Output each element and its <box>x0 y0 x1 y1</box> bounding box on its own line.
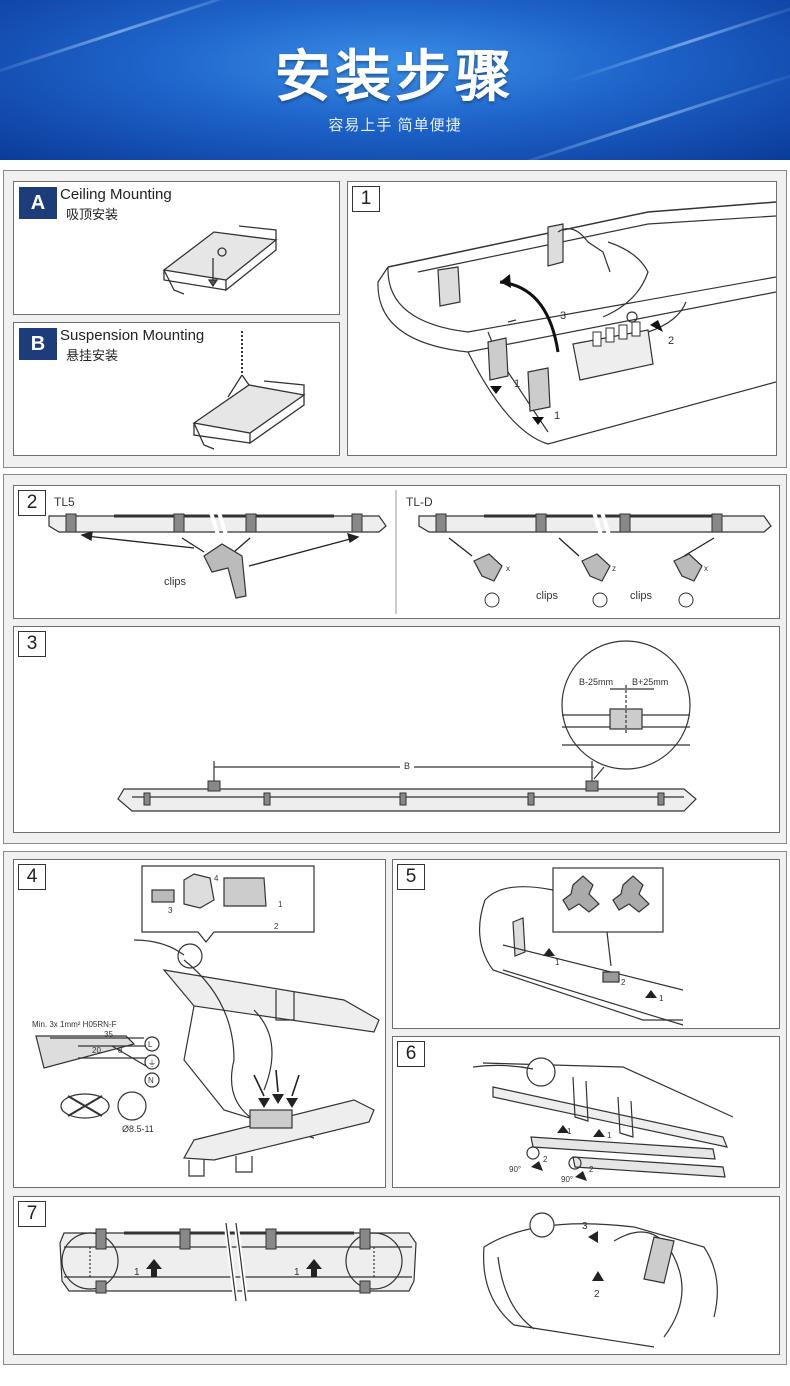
callout-1a: 1 <box>555 958 560 967</box>
callout-2a: 2 <box>543 1155 548 1164</box>
clips-label-right: clips <box>630 590 653 602</box>
panel-step-6: 6 90° 90° 1 1 2 2 <box>392 1036 780 1188</box>
axis-x-label: x <box>506 564 510 573</box>
step-number: 7 <box>18 1201 46 1227</box>
header-banner: 安装步骤 容易上手 简单便捷 <box>0 0 790 160</box>
label-tld: TL-D <box>406 495 433 509</box>
tube-install-illustration <box>472 1057 734 1181</box>
dimension-35: 35 <box>104 1030 113 1039</box>
callout-1b: 1 <box>659 994 664 1003</box>
wiring-illustration <box>35 865 380 1177</box>
label-tl5: TL5 <box>54 495 75 509</box>
callout-1: 1 <box>278 900 283 909</box>
panel-suspension-mounting: B Suspension Mounting 悬挂安装 <box>13 322 340 456</box>
callout-1a: 1 <box>514 378 521 390</box>
terminal-earth: ⏚ <box>148 1059 156 1068</box>
panel-step-2: 2 TL5 TL-D <box>13 485 780 619</box>
axis-z-label: z <box>612 564 616 573</box>
housing-open-illustration <box>377 201 776 445</box>
dimension-b-minus: B-25mm <box>579 677 614 687</box>
panel-step-3: 3 B B-25mm B+25mm <box>13 626 780 833</box>
callout-1b: 1 <box>607 1131 612 1140</box>
callout-2: 2 <box>594 1289 600 1300</box>
badge-b: B <box>19 328 57 360</box>
callout-4: 4 <box>214 874 219 883</box>
suspension-bracket-illustration <box>192 331 306 450</box>
clips-illustration <box>48 490 772 614</box>
badge-a: A <box>19 187 57 219</box>
panel-step-7: 7 <box>13 1196 780 1355</box>
callout-1a: 1 <box>567 1127 572 1136</box>
step-number: 3 <box>18 631 46 657</box>
terminal-l: L <box>148 1040 153 1049</box>
panel-b-title: Suspension Mounting <box>60 327 205 344</box>
spacing-illustration <box>117 640 697 812</box>
clips-label-mid: clips <box>536 590 559 602</box>
callout-3: 3 <box>582 1221 588 1232</box>
gland-range-label: Ø8.5-11 <box>122 1124 154 1134</box>
step-number: 2 <box>18 490 46 516</box>
callout-3: 3 <box>560 310 567 322</box>
dimension-b: B <box>400 761 415 771</box>
cable-spec-label: Min. 3x 1mm² H05RN-F <box>32 1020 117 1029</box>
callout-3: 3 <box>168 906 173 915</box>
panel-step-5: 5 1 1 2 <box>392 859 780 1029</box>
dimension-8: 8 <box>118 1046 123 1055</box>
panel-step-1: 1 <box>347 181 777 456</box>
page-title: 安装步骤 <box>275 45 515 110</box>
page-subtitle: 容易上手 简单便捷 <box>328 117 462 134</box>
callout-2: 2 <box>274 922 279 931</box>
panel-a-title: Ceiling Mounting <box>60 186 172 203</box>
rotation-angle-a: 90° <box>509 1165 522 1174</box>
panel-step-4: 4 <box>13 859 386 1188</box>
panel-ceiling-mounting: A Ceiling Mounting 吸顶安装 <box>13 181 340 315</box>
callout-1a: 1 <box>134 1267 140 1278</box>
cover-close-illustration <box>59 1212 718 1348</box>
clips-label-left: clips <box>164 576 187 588</box>
ceiling-bracket-illustration <box>162 225 278 295</box>
callout-1b: 1 <box>554 410 561 422</box>
callout-1b: 1 <box>294 1267 300 1278</box>
step-number: 5 <box>397 864 425 890</box>
terminal-n: N <box>148 1076 154 1085</box>
step-number: 4 <box>18 864 46 890</box>
panel-b-subtitle: 悬挂安装 <box>66 348 119 363</box>
panel-a-subtitle: 吸顶安装 <box>66 207 119 222</box>
endcap-screw-illustration <box>479 867 684 1026</box>
callout-2b: 2 <box>589 1165 594 1174</box>
dimension-20: 20 <box>92 1046 101 1055</box>
axis-x-label: x <box>704 564 708 573</box>
step-number: 6 <box>397 1041 425 1067</box>
step-number: 1 <box>352 186 380 212</box>
callout-2: 2 <box>621 978 626 987</box>
rotation-angle-b: 90° <box>561 1175 574 1184</box>
callout-2: 2 <box>668 335 675 347</box>
dimension-b-plus: B+25mm <box>632 677 669 687</box>
